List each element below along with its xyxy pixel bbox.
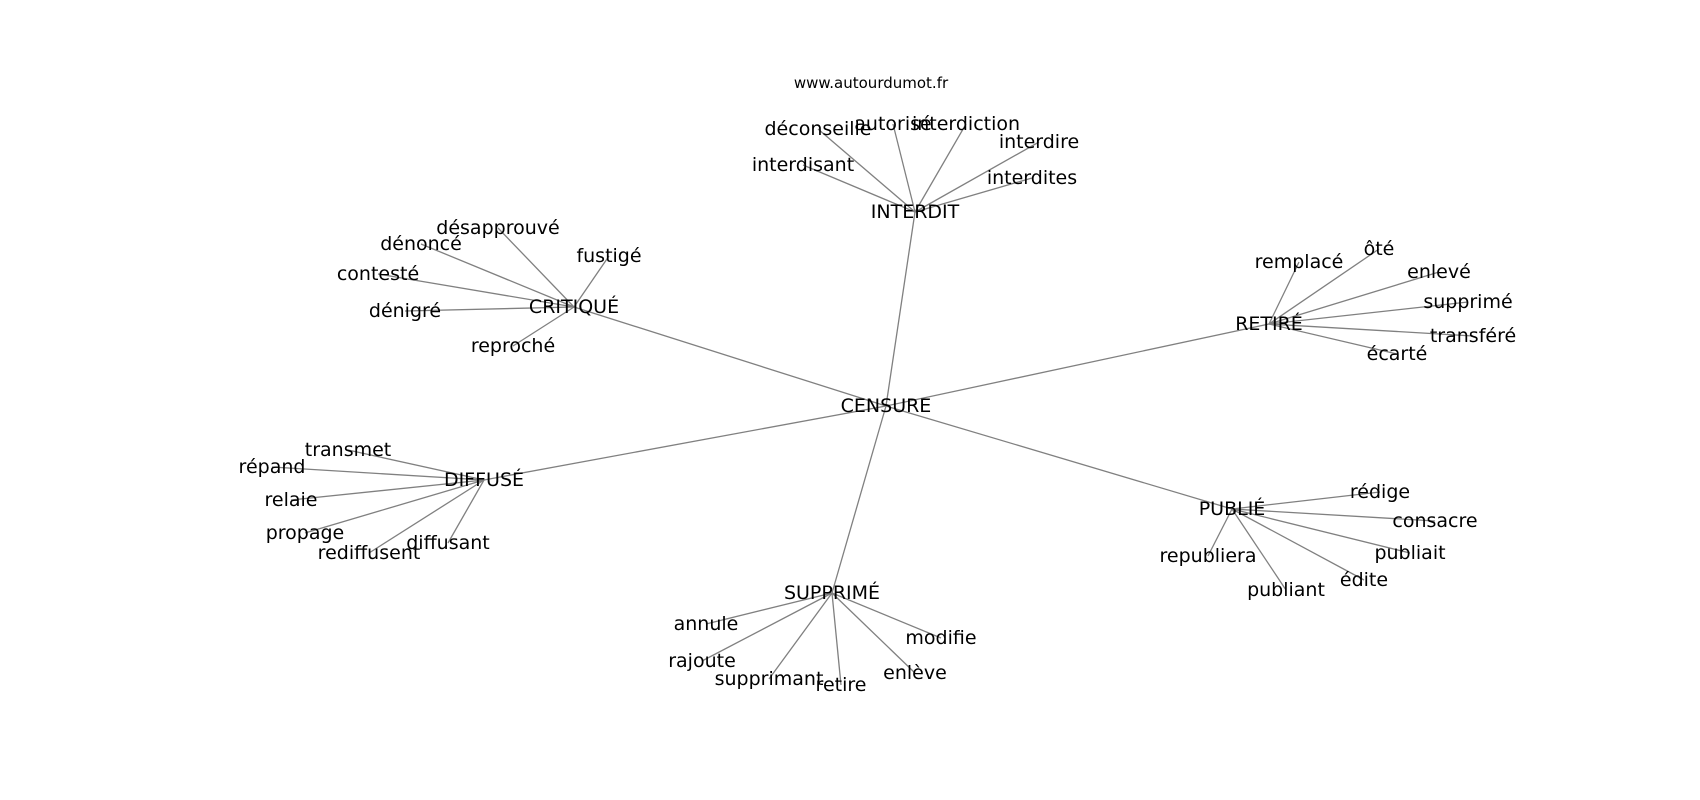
edge-supprime-leaf-0 (705, 592, 833, 625)
edge-censure-interdit (885, 211, 916, 407)
edge-censure-critique (573, 306, 887, 407)
leaf-node[interactable]: reproché (471, 335, 555, 357)
watermark: www.autourdumot.fr (794, 74, 949, 92)
edge-diffuse-leaf-4 (368, 479, 485, 554)
leaf-node[interactable]: interdisant (752, 154, 854, 176)
leaf-node[interactable]: répand (239, 456, 306, 478)
edge-retire-leaf-2 (1268, 271, 1440, 325)
leaf-node[interactable]: supprimant (715, 668, 824, 690)
hub-node-publie[interactable]: PUBLIÉ (1199, 497, 1266, 520)
edge-critique-leaf-2 (573, 255, 610, 308)
edge-supprime-leaf-2 (768, 592, 833, 680)
edge-critique-leaf-5 (512, 306, 575, 347)
leaf-node[interactable]: interdire (999, 131, 1079, 153)
leaf-node[interactable]: dénigré (369, 300, 441, 322)
leaf-node[interactable]: enlève (883, 662, 947, 684)
hub-node-supprime[interactable]: SUPPRIMÉ (784, 581, 880, 604)
edge-interdit-leaf-2 (914, 123, 967, 213)
edge-publie-leaf-1 (1231, 508, 1436, 522)
leaf-node[interactable]: fustigé (576, 245, 641, 267)
edge-interdit-leaf-4 (802, 164, 916, 213)
leaf-node[interactable]: annule (674, 613, 739, 635)
leaf-node[interactable]: interdites (987, 167, 1077, 189)
leaf-node[interactable]: rajoute (668, 650, 736, 672)
edge-publie-leaf-4 (1207, 508, 1233, 557)
edge-diffuse-leaf-5 (447, 479, 485, 544)
leaf-node[interactable]: modifie (905, 627, 976, 649)
leaf-node[interactable]: relaie (265, 489, 318, 511)
leaf-node[interactable]: ôté (1364, 238, 1395, 260)
leaf-node[interactable]: écarté (1367, 343, 1428, 365)
labels-layer: déconseilleautoriséinterdictioninterdire… (239, 113, 1517, 696)
leaf-node[interactable]: déconseille (765, 118, 872, 140)
leaf-node[interactable]: édite (1340, 569, 1388, 591)
leaf-node[interactable]: transmet (305, 439, 392, 461)
leaf-node[interactable]: désapprouvé (436, 217, 559, 239)
leaf-node[interactable]: remplacé (1255, 251, 1344, 273)
leaf-node[interactable]: enlevé (1407, 261, 1471, 283)
leaf-node[interactable]: autorisé (854, 113, 931, 135)
hub-node-interdit[interactable]: INTERDIT (871, 201, 960, 223)
leaf-node[interactable]: publiant (1247, 579, 1325, 601)
leaf-node[interactable]: retire (816, 674, 867, 696)
edge-retire-leaf-1 (1268, 248, 1380, 325)
edge-critique-leaf-4 (404, 306, 575, 312)
leaf-node[interactable]: supprimé (1423, 291, 1512, 313)
edge-censure-diffuse (483, 405, 887, 481)
hub-node-retire[interactable]: RETIRÉ (1235, 312, 1303, 335)
edge-censure-publie (885, 405, 1233, 510)
edge-diffuse-leaf-0 (347, 449, 485, 481)
leaf-node[interactable]: rédige (1350, 481, 1410, 503)
leaf-node[interactable]: rediffusent (318, 542, 421, 564)
edge-diffuse-leaf-1 (271, 466, 485, 481)
leaf-node[interactable]: dénoncé (380, 233, 462, 255)
leaf-node[interactable]: republiera (1160, 545, 1257, 567)
hub-node-critique[interactable]: CRITIQUÉ (529, 295, 619, 318)
edge-publie-leaf-2 (1231, 508, 1411, 554)
edge-supprime-leaf-1 (701, 592, 833, 662)
leaf-node[interactable]: propage (266, 522, 345, 544)
leaf-node[interactable]: interdiction (912, 113, 1020, 135)
edge-publie-leaf-5 (1231, 508, 1287, 591)
edge-censure-supprime (831, 405, 887, 594)
edge-retire-leaf-3 (1268, 301, 1469, 325)
hub-node-diffuse[interactable]: DIFFUSÉ (444, 468, 524, 491)
leaf-node[interactable]: publiait (1374, 542, 1445, 564)
edge-interdit-leaf-1 (892, 123, 916, 213)
edge-diffuse-leaf-2 (290, 479, 485, 501)
edge-retire-leaf-5 (1268, 323, 1398, 355)
leaf-node[interactable]: consacre (1392, 510, 1477, 532)
center-node[interactable]: CENSURE (841, 395, 932, 417)
leaf-node[interactable]: transféré (1430, 325, 1516, 347)
leaf-node[interactable]: diffusant (406, 532, 490, 554)
edge-supprime-leaf-3 (831, 592, 842, 686)
edge-critique-leaf-3 (377, 273, 575, 308)
edge-censure-retire (885, 323, 1270, 407)
edge-critique-leaf-1 (420, 243, 575, 308)
edge-publie-leaf-0 (1231, 491, 1381, 510)
edge-interdit-leaf-3 (914, 141, 1040, 213)
edge-retire-leaf-4 (1268, 323, 1474, 337)
edge-publie-leaf-3 (1231, 508, 1365, 581)
edge-diffuse-leaf-3 (304, 479, 485, 534)
edge-critique-leaf-0 (497, 227, 575, 308)
edge-interdit-leaf-5 (914, 177, 1033, 213)
edge-retire-leaf-0 (1268, 261, 1300, 325)
edges-layer (271, 123, 1474, 686)
edge-supprime-leaf-5 (831, 592, 942, 639)
edge-interdit-leaf-0 (817, 128, 916, 213)
leaf-node[interactable]: contesté (337, 263, 419, 285)
edge-supprime-leaf-4 (831, 592, 916, 674)
